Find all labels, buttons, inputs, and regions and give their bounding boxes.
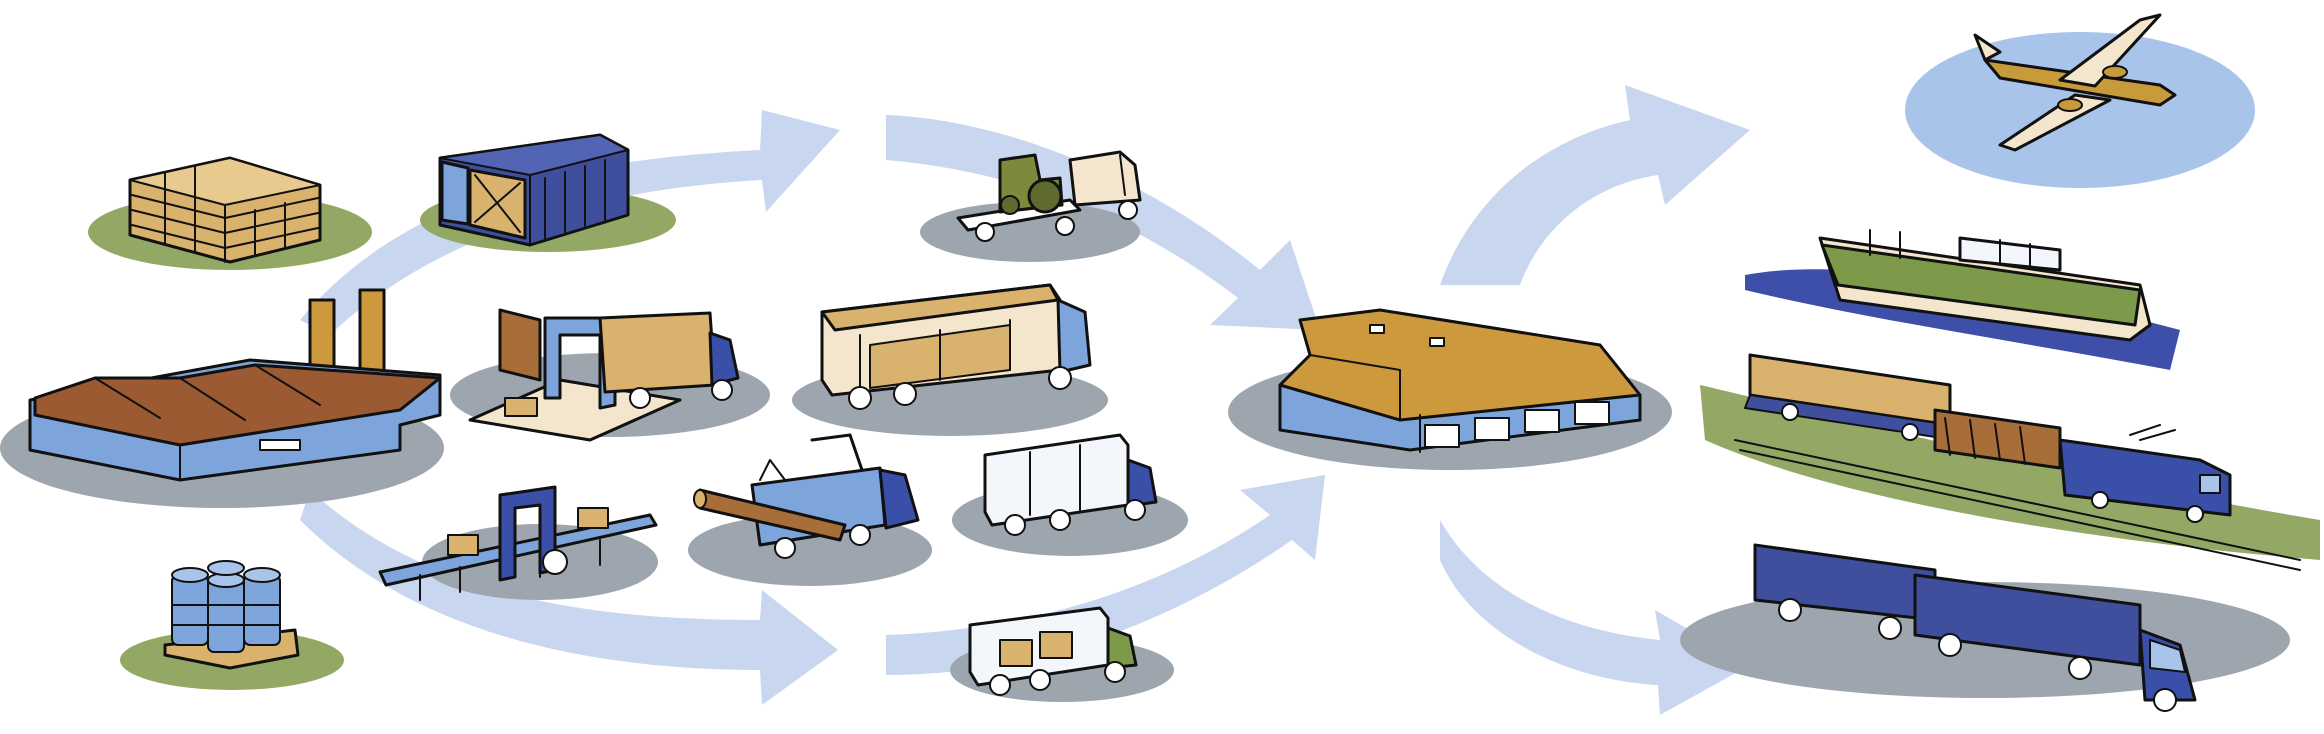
arrow-factory-to-carriers-top bbox=[300, 110, 840, 335]
delivery-van-icon bbox=[950, 606, 1174, 702]
barrels-pallet-icon bbox=[120, 560, 344, 690]
curtainsider-truck-icon bbox=[792, 283, 1108, 436]
shipping-container-icon bbox=[420, 133, 676, 252]
crane-truck-icon bbox=[688, 433, 932, 586]
distribution-warehouse-icon bbox=[1228, 308, 1672, 470]
factory-icon bbox=[0, 288, 444, 508]
tractor-flatbed-truck-icon bbox=[920, 150, 1142, 262]
cargo-ship-icon bbox=[1745, 229, 2180, 370]
conveyor-scanner-icon bbox=[378, 485, 658, 601]
arrow-warehouse-to-road bbox=[1440, 520, 1750, 715]
arrow-carriers-to-warehouse-top bbox=[886, 115, 1320, 330]
freight-train-icon bbox=[1700, 353, 2320, 571]
cargo-plane-icon bbox=[1905, 13, 2255, 188]
box-truck-icon bbox=[952, 433, 1188, 556]
lumber-stack-icon bbox=[88, 156, 372, 270]
arrow-warehouse-to-air-sea bbox=[1440, 85, 1750, 285]
arrow-factory-to-carriers-bottom bbox=[300, 490, 838, 705]
road-train-icon bbox=[1680, 543, 2290, 712]
loading-dock-truck-icon bbox=[450, 308, 770, 442]
